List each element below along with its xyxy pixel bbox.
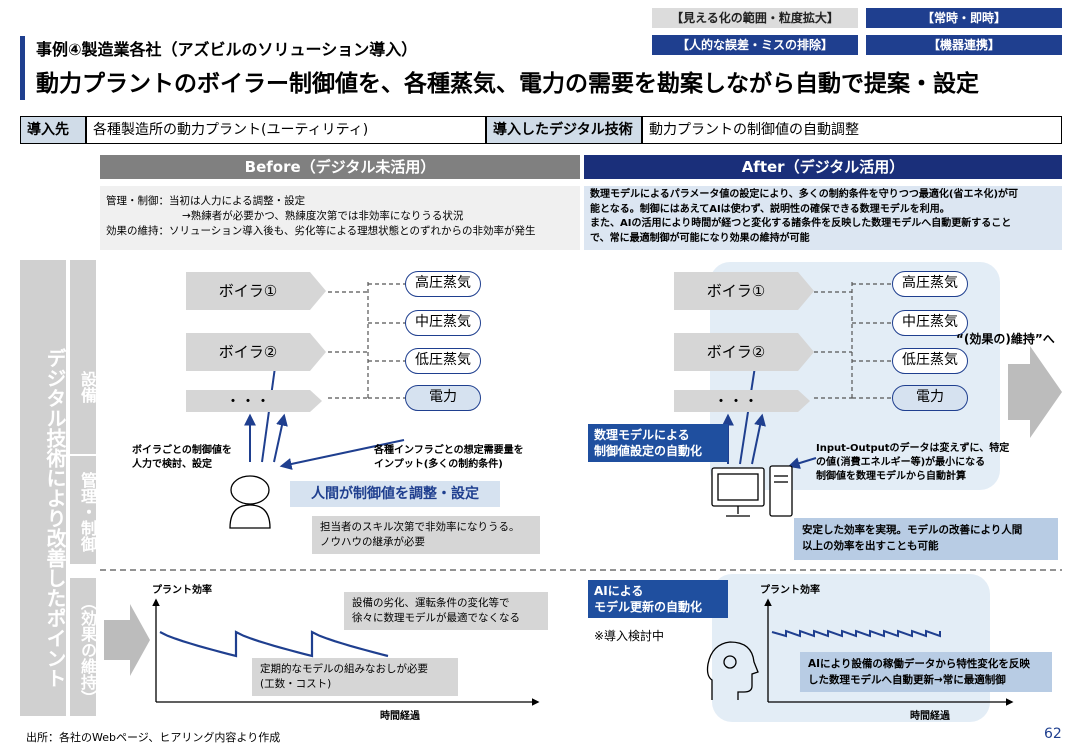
before-steam-low: 低圧蒸気 bbox=[405, 348, 481, 374]
after-note-line3: また、AIの活用により時間が経つと変化する諸条件を反映した数理モデルへ自動更新す… bbox=[590, 218, 1012, 229]
after-boiler-1-point bbox=[798, 272, 814, 310]
title-accent-bar bbox=[20, 36, 25, 100]
after-io-note-line3: 制御値を数理モデルから自動計算 bbox=[816, 471, 966, 482]
before-manual-label-line2: 人力で検討、設定 bbox=[132, 459, 212, 470]
before-manual-label: ボイラごとの制御値を 人力で検討、設定 bbox=[132, 444, 232, 472]
before-note: 管理・制御：当初は人力による調整・設定 →熟練者が必要かつ、熟練度次第では非効率… bbox=[100, 186, 580, 250]
before-human-note-line1: 担当者のスキル次第で非効率になりうる。 bbox=[320, 521, 520, 533]
after-model-box: 数理モデルによる 制御値設定の自動化 bbox=[588, 424, 728, 462]
before-chart-note2: 定期的なモデルの組みなおしが必要 (工数・コスト) bbox=[252, 658, 458, 696]
after-note-line1: 数理モデルによるパラメータ値の設定により、多くの制約条件を守りつつ最適化(省エネ… bbox=[590, 189, 1019, 200]
after-steam-high: 高圧蒸気 bbox=[892, 271, 968, 297]
after-chart-backdrop bbox=[712, 574, 990, 722]
after-ai-box-line1: AIによる bbox=[594, 584, 644, 598]
before-chart-note1-line2: 徐々に数理モデルが最適でなくなる bbox=[352, 612, 520, 624]
before-manual-label-line1: ボイラごとの制御値を bbox=[132, 445, 232, 456]
after-ai-note-line1: AIにより設備の稼働データから特性変化を反映 bbox=[808, 658, 1030, 670]
after-io-note-line2: の値(消費エネルギー等)が最小になる bbox=[816, 457, 986, 468]
after-io-note: Input-Outputのデータは変えずに、特定 の値(消費エネルギー等)が最小… bbox=[816, 442, 1009, 484]
footer-source: 出所：各社のWebページ、ヒアリング内容より作成 bbox=[26, 731, 281, 744]
before-human-note: 担当者のスキル次第で非効率になりうる。 ノウハウの継承が必要 bbox=[312, 516, 540, 554]
after-ai-box-line2: モデル更新の自動化 bbox=[594, 600, 703, 614]
tag-human-error: 【人的な誤差・ミスの排除】 bbox=[652, 35, 858, 55]
after-efficiency-note: 安定した効率を実現。モデルの改善により人間 以上の効率を出すことも可能 bbox=[794, 518, 1058, 560]
after-efficiency-note-line2: 以上の効率を出すことも可能 bbox=[802, 540, 939, 552]
after-note: 数理モデルによるパラメータ値の設定により、多くの制約条件を守りつつ最適化(省エネ… bbox=[584, 186, 1062, 250]
after-io-note-line1: Input-Outputのデータは変えずに、特定 bbox=[816, 443, 1010, 454]
page-subtitle: 事例④製造業各社（アズビルのソリューション導入） bbox=[36, 40, 418, 59]
side-row-equipment: 設備 bbox=[70, 260, 97, 454]
before-boiler-1: ボイラ① bbox=[186, 272, 310, 310]
after-under-review: ※導入検討中 bbox=[594, 629, 665, 643]
after-boiler-1: ボイラ① bbox=[674, 272, 798, 310]
info-value-destination: 各種製造所の動力プラント(ユーティリティ) bbox=[86, 116, 486, 144]
before-chart-note2-line1: 定期的なモデルの組みなおしが必要 bbox=[260, 663, 428, 675]
before-boiler-more: ・・・ bbox=[186, 390, 310, 412]
before-chart-ylabel: プラント効率 bbox=[152, 585, 212, 596]
info-value-tech: 動力プラントの制御値の自動調整 bbox=[642, 116, 1062, 144]
before-human-note-line2: ノウハウの継承が必要 bbox=[320, 536, 425, 548]
info-label-tech: 導入したデジタル技術 bbox=[486, 116, 642, 144]
before-chart-note1-line1: 設備の劣化、運転条件の変化等で bbox=[352, 597, 510, 609]
before-input-label: 各種インフラごとの想定需要量を インプット(多くの制約条件) bbox=[374, 444, 524, 472]
page-title: 動力プラントのボイラー制御値を、各種蒸気、電力の需要を勘案しながら自動で提案・設… bbox=[36, 71, 979, 97]
before-input-label-line1: 各種インフラごとの想定需要量を bbox=[374, 445, 524, 456]
after-steam-mid: 中圧蒸気 bbox=[892, 310, 968, 336]
before-human-box: 人間が制御値を調整・設定 bbox=[290, 481, 500, 507]
side-main-label: デジタル技術により改善したポイント bbox=[20, 260, 67, 716]
after-note-line4: で、常に最適制御が可能になり効果の維持が可能 bbox=[590, 232, 810, 244]
before-chart-note2-line2: (工数・コスト) bbox=[260, 678, 332, 690]
after-ai-box: AIによる モデル更新の自動化 bbox=[588, 580, 728, 618]
before-steam-high: 高圧蒸気 bbox=[405, 271, 481, 297]
before-input-label-line2: インプット(多くの制約条件) bbox=[374, 459, 503, 470]
after-boiler-2: ボイラ② bbox=[674, 333, 798, 371]
after-chart-xlabel: 時間経過 bbox=[910, 711, 950, 722]
after-note-line2: 能となる。制御にはあえてAIは使わず、説明性の確保できる数理モデルを利用。 bbox=[590, 203, 950, 215]
after-efficiency-curve bbox=[771, 629, 941, 638]
after-maintain-label: “(効果の)維持”へ bbox=[956, 332, 1055, 346]
side-row-control: 管理・制御 bbox=[70, 456, 97, 564]
after-steam-low: 低圧蒸気 bbox=[892, 348, 968, 374]
after-boiler-2-point bbox=[798, 333, 814, 371]
before-boiler-more-point bbox=[310, 390, 322, 412]
before-efficiency-curve bbox=[159, 630, 389, 658]
before-chart-xlabel: 時間経過 bbox=[380, 711, 420, 722]
after-band: After（デジタル活用） bbox=[584, 155, 1062, 179]
before-band: Before（デジタル未活用） bbox=[100, 155, 580, 179]
before-note-line1: 管理・制御：当初は人力による調整・設定 bbox=[106, 195, 306, 207]
after-power: 電力 bbox=[892, 385, 968, 411]
after-model-box-line1: 数理モデルによる bbox=[594, 428, 690, 442]
tag-always-immediate: 【常時・即時】 bbox=[866, 8, 1062, 28]
before-boiler-2-point bbox=[310, 333, 326, 371]
side-row-maintenance: （効果の維持） bbox=[70, 578, 97, 716]
tag-device-link: 【機器連携】 bbox=[866, 35, 1062, 55]
before-power: 電力 bbox=[405, 385, 481, 411]
after-ai-note-line2: した数理モデルへ自動更新→常に最適制御 bbox=[808, 674, 1006, 686]
tag-visualization: 【見える化の範囲・粒度拡大】 bbox=[652, 8, 858, 28]
page-number: 62 bbox=[1044, 726, 1062, 742]
after-chart-ylabel: プラント効率 bbox=[760, 585, 820, 596]
after-boiler-more-point bbox=[798, 390, 810, 412]
before-steam-mid: 中圧蒸気 bbox=[405, 310, 481, 336]
before-boiler-2: ボイラ② bbox=[186, 333, 310, 371]
before-note-line3: 効果の維持：ソリューション導入後も、劣化等による理想状態とのずれからの非効率が発… bbox=[106, 225, 536, 237]
before-note-line2: →熟練者が必要かつ、熟練度次第では非効率になりうる状況 bbox=[182, 210, 464, 222]
after-efficiency-note-line1: 安定した効率を実現。モデルの改善により人間 bbox=[802, 524, 1023, 536]
after-model-box-line2: 制御値設定の自動化 bbox=[594, 444, 703, 458]
after-ai-note: AIにより設備の稼働データから特性変化を反映 した数理モデルへ自動更新→常に最適… bbox=[800, 652, 1052, 692]
before-boiler-1-point bbox=[310, 272, 326, 310]
info-label-destination: 導入先 bbox=[20, 116, 86, 144]
before-chart-note1: 設備の劣化、運転条件の変化等で 徐々に数理モデルが最適でなくなる bbox=[344, 592, 548, 630]
after-boiler-more: ・・・ bbox=[674, 390, 798, 412]
